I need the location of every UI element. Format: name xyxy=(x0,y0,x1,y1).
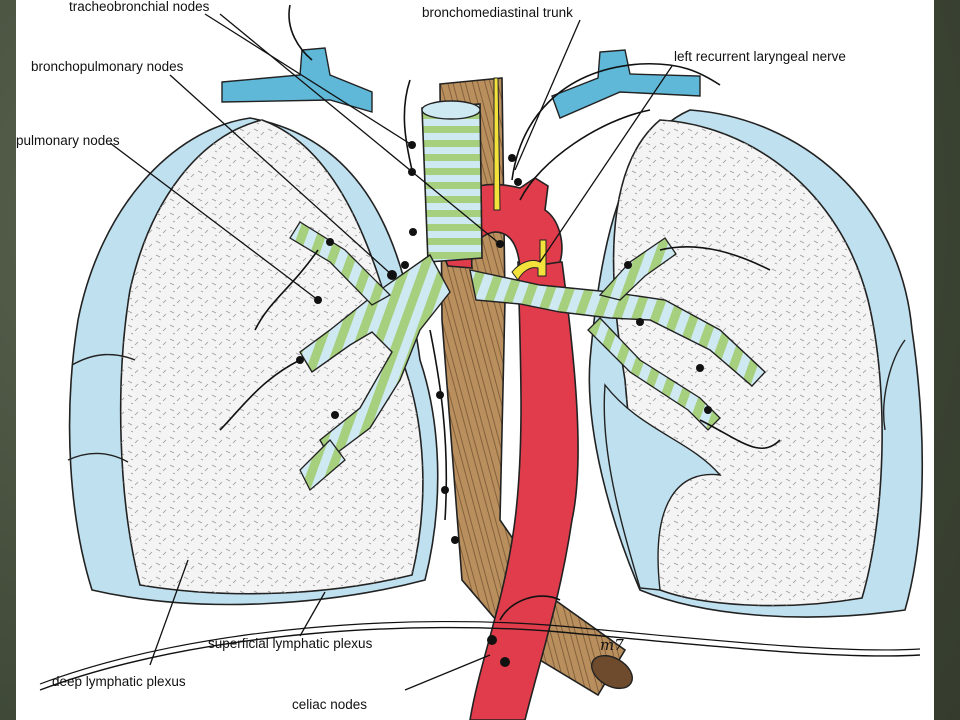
right-lung-fissure-2 xyxy=(67,452,129,463)
lymph-node xyxy=(500,657,510,667)
left-lung-inner-pleura xyxy=(603,383,722,591)
label-deep-lymphatic-plexus: deep lymphatic plexus xyxy=(52,674,186,689)
leader-superficial xyxy=(299,591,326,637)
descending-aorta xyxy=(469,261,579,720)
left-recurrent-laryngeal-nerve xyxy=(511,239,547,281)
lymph-node xyxy=(441,486,449,494)
leader-lines xyxy=(109,13,673,691)
lymph-node xyxy=(331,411,339,419)
leader-tracheobronchial-1 xyxy=(204,13,413,146)
right-main-bronchus xyxy=(299,253,451,460)
leader-tracheobronchial-2 xyxy=(219,13,501,245)
lymph-node xyxy=(326,238,334,246)
diaphragm-line xyxy=(39,626,921,691)
left-lower-branch xyxy=(587,317,721,431)
leader-bronchomediastinal xyxy=(514,19,581,171)
leader-deep xyxy=(149,559,189,666)
label-pulmonary-nodes: pulmonary nodes xyxy=(16,133,120,148)
lymphatic-lines xyxy=(219,4,781,621)
trachea xyxy=(421,103,483,263)
lymph-node xyxy=(696,364,704,372)
label-tracheobronchial-nodes: tracheobronchial nodes xyxy=(69,0,210,14)
diagram-sheet: tracheobronchial nodes bronchomediastina… xyxy=(16,0,934,720)
lymph-node xyxy=(704,406,712,414)
leader-left-recurrent xyxy=(539,65,673,263)
label-bronchopulmonary-nodes: bronchopulmonary nodes xyxy=(31,59,184,74)
lymph-node xyxy=(409,228,417,236)
leader-pulmonary xyxy=(109,142,319,301)
right-lung-fissure-1 xyxy=(71,353,136,366)
esophagus-lumen xyxy=(591,654,633,690)
lymph-node xyxy=(514,178,522,186)
right-brachiocephalic-vein xyxy=(221,47,373,113)
label-superficial-lymphatic-plexus: superficial lymphatic plexus xyxy=(208,636,373,651)
right-lower-branch xyxy=(299,439,346,492)
left-brachiocephalic-vein xyxy=(551,49,701,119)
trachea-opening xyxy=(421,100,481,120)
lymph-node xyxy=(636,318,644,326)
anatomy-illustration xyxy=(39,4,924,720)
lymph-node xyxy=(451,536,459,544)
lymph-node xyxy=(401,261,409,269)
lymph-node xyxy=(296,356,304,364)
lymph-node xyxy=(508,154,516,162)
right-upper-branch xyxy=(289,221,392,306)
left-lung-fissure xyxy=(883,339,906,431)
lymph-node xyxy=(436,391,444,399)
label-celiac-nodes: celiac nodes xyxy=(292,697,368,712)
lymph-nodes xyxy=(296,141,712,667)
leader-celiac xyxy=(404,654,491,691)
artist-signature: m7 xyxy=(600,636,624,654)
vagus-nerve xyxy=(493,77,501,211)
label-left-recurrent-laryngeal-nerve: left recurrent laryngeal nerve xyxy=(674,49,846,64)
label-bronchomediastinal-trunk: bronchomediastinal trunk xyxy=(422,5,573,20)
leader-bronchopulmonary xyxy=(169,74,393,276)
lymph-node xyxy=(487,635,497,645)
lymph-node xyxy=(624,261,632,269)
